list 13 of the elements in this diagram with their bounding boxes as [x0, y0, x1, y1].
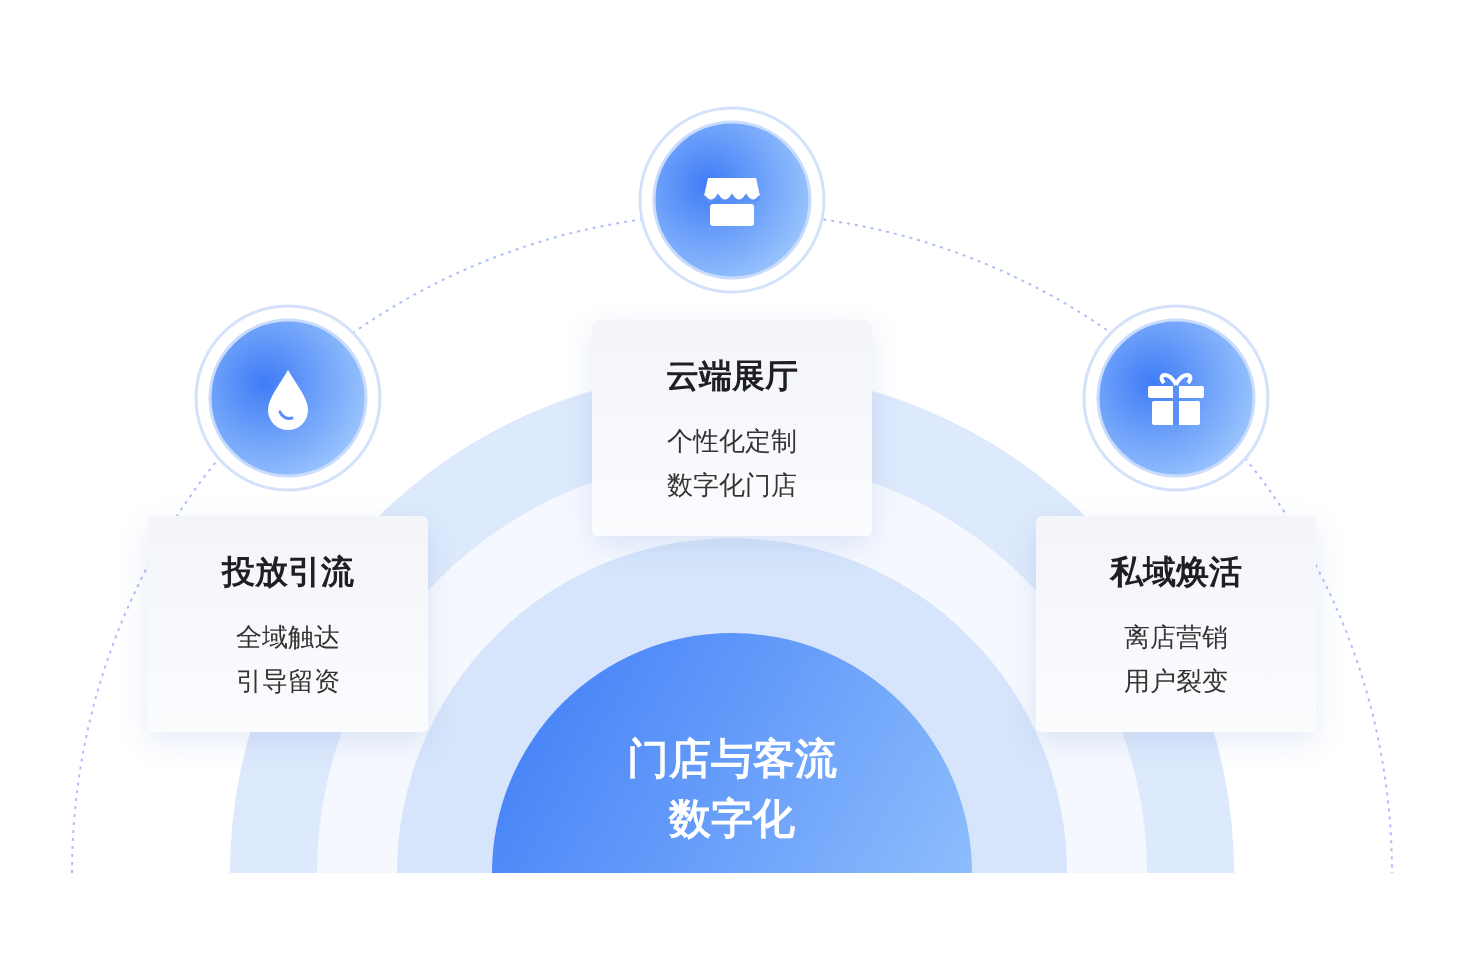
feature-card [592, 320, 872, 536]
card-heading: 私域焕活 [1110, 551, 1242, 593]
card-item: 数字化门店 [667, 469, 797, 502]
feature-card [1036, 516, 1316, 732]
card-item: 引导留资 [236, 665, 340, 698]
card-item: 全域触达 [236, 621, 340, 654]
card-item: 个性化定制 [667, 425, 797, 458]
card-heading: 投放引流 [222, 551, 354, 593]
card-heading: 云端展厅 [666, 355, 798, 397]
card-item: 用户裂变 [1124, 665, 1228, 698]
core-title: 门店与客流数字化 [626, 733, 838, 845]
card-item: 离店营销 [1124, 621, 1228, 654]
feature-card [148, 516, 428, 732]
